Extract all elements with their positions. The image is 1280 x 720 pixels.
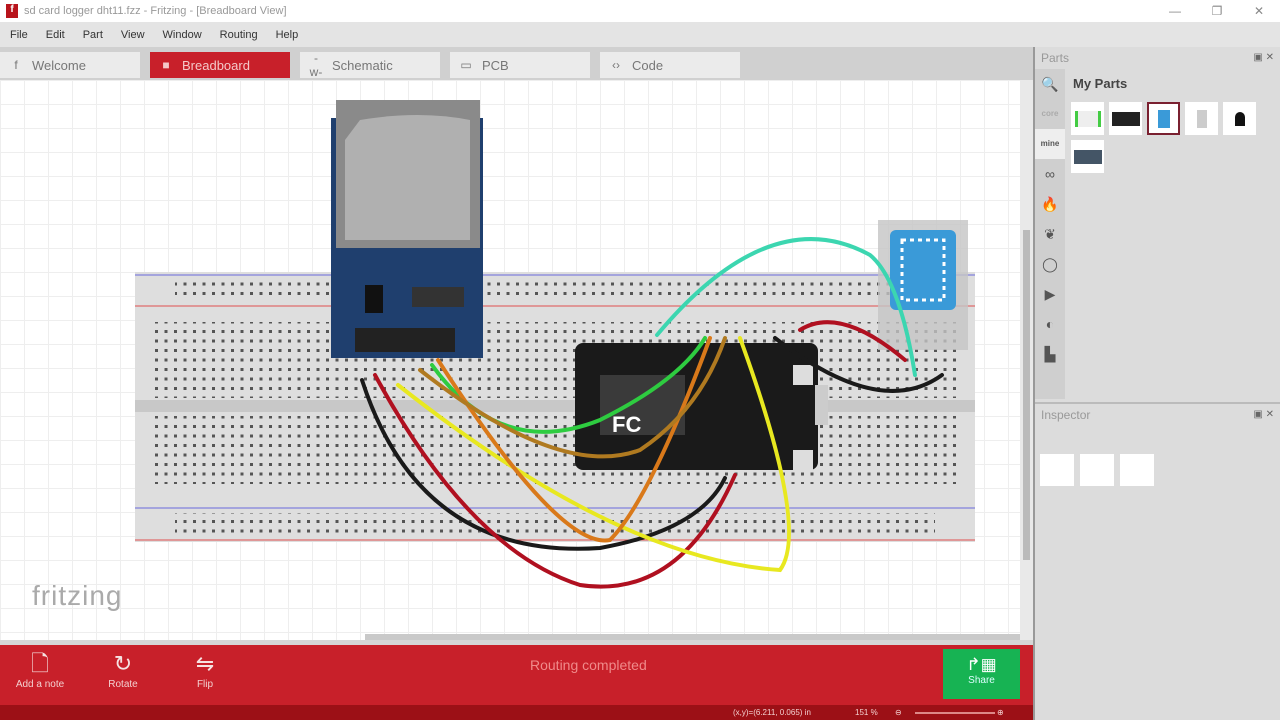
menu-window[interactable]: Window bbox=[162, 28, 202, 41]
parts-panel: Parts ▣ ✕ 🔍 core mine ∞ 🔥 ❦ ◯ ▶ ◐ ▙ My Pa… bbox=[1033, 47, 1280, 720]
svg-text:FC: FC bbox=[612, 412, 641, 437]
flip-icon: ⇋ bbox=[195, 651, 215, 676]
menu-file[interactable]: File bbox=[10, 28, 28, 41]
breadboard-canvas[interactable]: FC fritzing bbox=[0, 80, 1020, 640]
minimize-button[interactable]: — bbox=[1169, 4, 1181, 18]
status-bar: (x,y)=(6.211, 0.065) in 151 % ⊖ ⊕ bbox=[0, 705, 1033, 720]
tab-label: PCB bbox=[482, 57, 509, 73]
tab-welcome[interactable]: f Welcome bbox=[0, 52, 140, 78]
flip-label: Flip bbox=[196, 679, 214, 690]
part-transistor[interactable] bbox=[1223, 102, 1256, 135]
inspector-title: Inspector bbox=[1041, 408, 1091, 422]
tab-label: Breadboard bbox=[182, 57, 250, 73]
arduino-bin-icon[interactable]: ∞ bbox=[1045, 166, 1055, 182]
schematic-icon: -w- bbox=[309, 51, 323, 79]
bin-core[interactable]: core bbox=[1041, 109, 1059, 118]
routing-status: Routing completed bbox=[530, 657, 647, 673]
rotate-icon: ↻ bbox=[113, 651, 133, 676]
horizontal-scrollbar[interactable] bbox=[365, 634, 1020, 640]
fritzing-watermark: fritzing bbox=[32, 580, 123, 611]
parts-title: Parts bbox=[1041, 51, 1070, 65]
inspector-image-breadboard bbox=[1040, 454, 1074, 486]
menu-edit[interactable]: Edit bbox=[45, 28, 65, 41]
part-sd-card-module[interactable] bbox=[1071, 140, 1104, 173]
maximize-button[interactable]: ❐ bbox=[1211, 4, 1223, 18]
seeed-bin-icon[interactable]: ❦ bbox=[1044, 226, 1056, 242]
playground-bin-icon[interactable]: ▶ bbox=[1044, 286, 1056, 302]
sparkfun-bin-icon[interactable]: 🔥 bbox=[1041, 196, 1059, 212]
zoom-level: 151 % bbox=[855, 708, 878, 717]
tab-schematic[interactable]: -w- Schematic bbox=[300, 51, 440, 79]
bottom-toolbar: 🗋 Add a note ↻ Rotate ⇋ Flip Routing comple… bbox=[0, 645, 1033, 705]
note-icon: 🗋 bbox=[31, 651, 49, 676]
intel-bin-icon[interactable]: ◯ bbox=[1042, 256, 1058, 272]
code-icon: ‹› bbox=[612, 58, 620, 72]
share-icon: ↱▦ bbox=[966, 655, 997, 674]
pcb-icon: ▭ bbox=[460, 58, 472, 72]
view-tabs: f Welcome ■ Breadboard -w- Schematic ▭ PCB ‹… bbox=[0, 47, 1033, 80]
fritzing-icon: f bbox=[14, 58, 18, 72]
circuit-drawing: FC bbox=[135, 100, 975, 589]
share-button[interactable]: ↱▦Share bbox=[943, 649, 1020, 699]
tab-label: Schematic bbox=[332, 57, 393, 73]
menu-bar: File Edit Part View Window Routing Help bbox=[0, 22, 1280, 47]
part-nodemcu[interactable] bbox=[1109, 102, 1142, 135]
zoom-out-icon[interactable]: ⊖ bbox=[895, 708, 902, 717]
vertical-scrollbar[interactable] bbox=[1020, 80, 1033, 640]
close-button[interactable]: ✕ bbox=[1253, 4, 1265, 18]
menu-routing[interactable]: Routing bbox=[219, 28, 258, 41]
fritzing-logo-icon: f bbox=[6, 4, 18, 18]
contrib-bin-icon[interactable]: ▙ bbox=[1044, 346, 1056, 362]
menu-help[interactable]: Help bbox=[275, 28, 299, 41]
part-dht11[interactable] bbox=[1147, 102, 1180, 135]
coordinates-readout: (x,y)=(6.211, 0.065) in bbox=[733, 708, 811, 717]
menu-part[interactable]: Part bbox=[82, 28, 103, 41]
menu-view[interactable]: View bbox=[120, 28, 145, 41]
add-note-button[interactable]: 🗋 Add a note bbox=[5, 649, 75, 690]
flip-button[interactable]: ⇋ Flip bbox=[170, 649, 240, 690]
breadboard[interactable] bbox=[135, 272, 975, 542]
part-sensor-gray[interactable] bbox=[1185, 102, 1218, 135]
tab-breadboard[interactable]: ■ Breadboard bbox=[150, 52, 290, 78]
rotate-button[interactable]: ↻ Rotate bbox=[88, 649, 158, 690]
inspector-image-pcb bbox=[1120, 454, 1154, 486]
parts-bins: 🔍 core mine ∞ 🔥 ❦ ◯ ▶ ◐ ▙ bbox=[1035, 69, 1065, 399]
inspector-image-schematic bbox=[1080, 454, 1114, 486]
panel-close-icon[interactable]: ▣ ✕ bbox=[1253, 52, 1274, 63]
bin-mine[interactable]: mine bbox=[1035, 129, 1065, 159]
tab-label: Welcome bbox=[32, 57, 86, 73]
tab-label: Code bbox=[632, 57, 664, 73]
parts-grid bbox=[1071, 102, 1271, 173]
snootlab-bin-icon[interactable]: ◐ bbox=[1045, 316, 1055, 332]
zoom-in-icon[interactable]: ⊕ bbox=[997, 708, 1004, 717]
breadboard-icon: ■ bbox=[162, 58, 170, 72]
wires[interactable] bbox=[360, 237, 944, 589]
zoom-slider[interactable] bbox=[915, 712, 995, 714]
rotate-label: Rotate bbox=[108, 679, 138, 690]
window-title: sd card logger dht11.fzz - Fritzing - [B… bbox=[24, 5, 287, 17]
inspector-close-icon[interactable]: ▣ ✕ bbox=[1253, 409, 1274, 420]
part-breadboard[interactable] bbox=[1071, 102, 1104, 135]
tab-pcb[interactable]: ▭ PCB bbox=[450, 52, 590, 78]
my-parts-heading: My Parts bbox=[1073, 76, 1128, 91]
share-label: Share bbox=[968, 675, 995, 686]
add-note-label: Add a note bbox=[15, 679, 65, 690]
title-bar: f sd card logger dht11.fzz - Fritzing - … bbox=[0, 0, 1280, 22]
inspector-panel: Inspector ▣ ✕ bbox=[1035, 402, 1280, 720]
sd-card-module[interactable] bbox=[331, 100, 483, 358]
tab-code[interactable]: ‹› Code bbox=[600, 52, 740, 78]
search-icon[interactable]: 🔍 bbox=[1041, 76, 1059, 92]
